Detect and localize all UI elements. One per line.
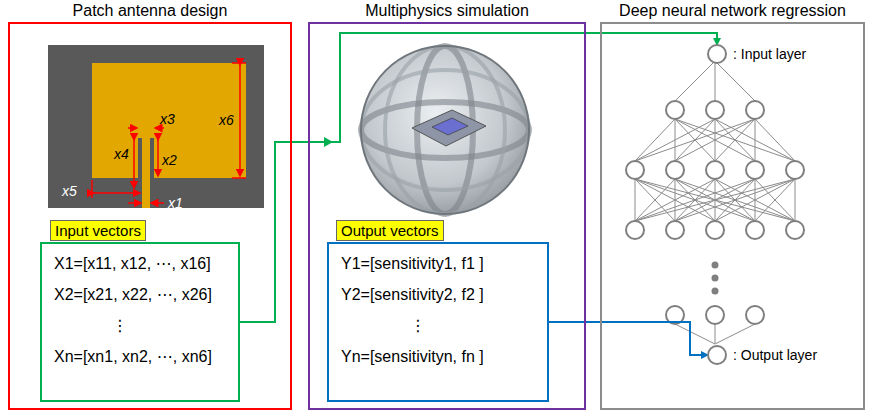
section-tag: Output vectors — [336, 220, 444, 241]
panel-title: Deep neural network regression — [602, 2, 863, 20]
design-panel: Patch antenna designInput vectorsX1=[x11… — [8, 22, 292, 410]
section-tag: Input vectors — [50, 220, 146, 241]
layer-label: : Input layer — [733, 46, 806, 62]
patch-antenna — [48, 45, 264, 208]
network-panel: Deep neural network regression: Input la… — [600, 22, 865, 410]
dimension-label: x6 — [219, 112, 234, 128]
layer-label: : Output layer — [733, 347, 817, 363]
tag-text: Output vectors — [341, 222, 439, 239]
output-layer-node: : Output layer — [707, 345, 727, 365]
vector-text: Yn=[sensitivityn, fn ] — [341, 347, 535, 367]
vector-text: X1=[x11, x12, ⋯, x16] — [54, 254, 226, 274]
dimension-label: x2 — [162, 152, 177, 168]
simulation-panel: Multiphysics simulationOutput vectorsY1=… — [308, 22, 586, 410]
dimension-label: x4 — [114, 146, 129, 162]
vector-text: ⋮ — [54, 316, 226, 336]
tag-text: Input vectors — [55, 222, 141, 239]
data-flow-arrow — [549, 322, 708, 355]
vector-text: X2=[x21, x22, ⋯, x26] — [54, 285, 226, 305]
simulation-sphere — [361, 46, 529, 214]
neural-network — [626, 61, 804, 344]
vector-text: Y2=[sensitivity2, f2 ] — [341, 285, 535, 305]
output-vector-box: Y1=[sensitivity1, f1 ] Y2=[sensitivity2, … — [327, 242, 549, 402]
dimension-label: x3 — [160, 111, 175, 127]
vector-text: Xn=[xn1, xn2, ⋯, xn6] — [54, 347, 226, 367]
input-layer-node: : Input layer — [707, 44, 727, 64]
dimension-lines — [92, 63, 246, 203]
layer-circle — [707, 44, 727, 64]
input-vector-box: X1=[x11, x12, ⋯, x16] X2=[x21, x22, ⋯, x2… — [40, 242, 240, 402]
panel-title: Multiphysics simulation — [310, 2, 584, 20]
panel-title: Patch antenna design — [10, 2, 290, 20]
vector-text: ⋮ — [341, 316, 535, 336]
dimension-label: x5 — [62, 183, 77, 199]
arrowhead — [324, 137, 333, 147]
layer-circle — [707, 345, 727, 365]
vector-text: Y1=[sensitivity1, f1 ] — [341, 254, 535, 274]
dimension-label: x1 — [168, 195, 183, 211]
